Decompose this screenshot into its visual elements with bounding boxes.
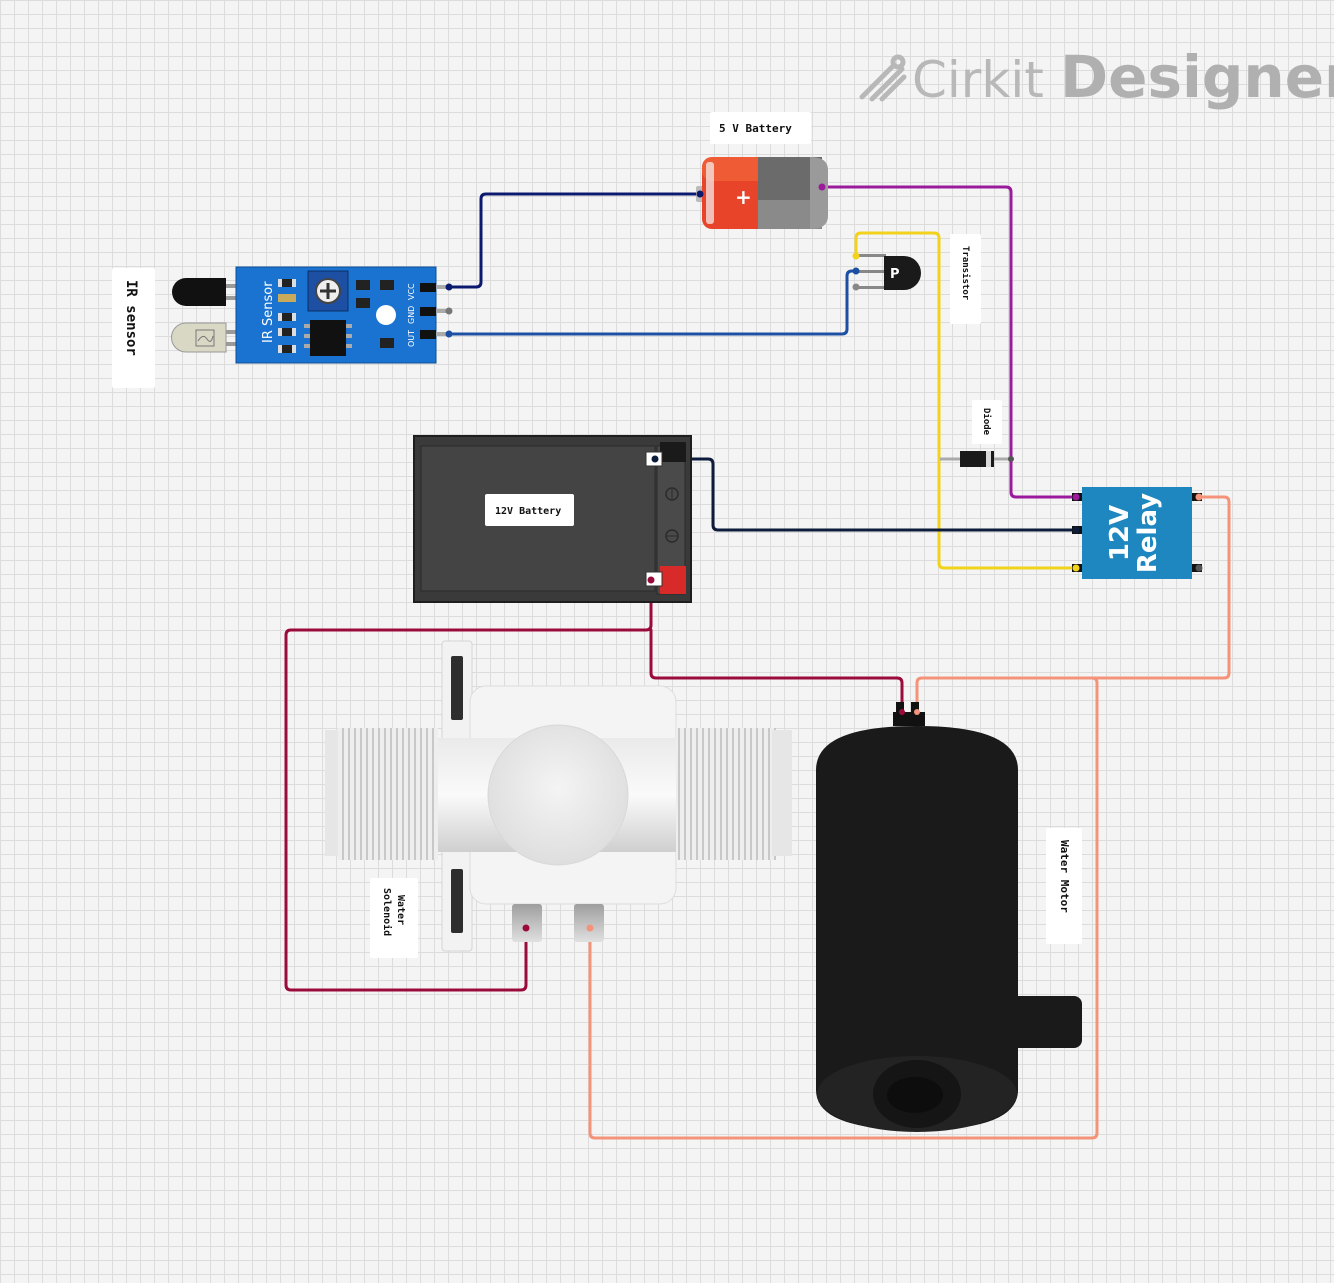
ir-pin-gnd[interactable] [420,307,436,316]
battery-5v-label: 5 V Battery [710,112,811,144]
battery-12v-label-text: 12V Battery [495,506,561,517]
ir-sensor-label: IR sensor [112,268,155,388]
brand-name-designer: Designer [1060,43,1334,111]
relay-12v[interactable]: 12V Relay [1072,487,1203,579]
water-motor[interactable] [816,702,1082,1132]
water-solenoid-label-line2: Solenoid [381,888,393,936]
cirkit-logo: Cirkit Designer [859,43,1334,111]
relay-label-line2: Relay [1133,493,1163,573]
wire-ir-vcc-to-battery-positive[interactable] [447,192,702,289]
diode-label: Diode [972,400,1002,444]
water-motor-label-text: Water Motor [1058,840,1071,913]
cirkit-logo-icon [859,54,907,102]
ir-chip-legs [304,324,352,348]
ir-pin-label-vcc: VCC [407,283,416,300]
wire-12v-negative-to-relay[interactable] [653,457,1078,532]
wire-transistor-to-relay[interactable] [854,231,1078,570]
transistor-marking: P [890,267,900,282]
ir-pin-label-out: OUT [407,330,416,347]
ir-comparator-chip [310,320,346,356]
ir-smd-components [278,279,394,353]
wire-motor-to-solenoid[interactable] [588,676,1099,1140]
battery-5v[interactable]: + [696,157,828,229]
battery-12v-label: 12V Battery [485,494,574,526]
water-solenoid-label: Water Solenoid [370,878,418,958]
wire-relay-to-motor[interactable] [915,495,1231,714]
ir-sensor-board-text: IR Sensor [261,281,276,343]
ir-potentiometer[interactable] [307,270,349,312]
wire-ir-out-to-transistor[interactable] [447,269,858,336]
ir-pin-out[interactable] [420,330,436,339]
transistor[interactable]: P [852,252,922,291]
battery-5v-plus-icon: + [735,185,752,209]
diode[interactable] [940,451,1014,467]
battery-5v-label-text: 5 V Battery [719,122,792,135]
transistor-label-text: Transistor [960,246,971,301]
wire-12v-positive-to-motor[interactable] [649,628,904,714]
ir-mount-hole [376,305,396,325]
diode-label-text: Diode [981,408,992,436]
relay-label-line1: 12V [1105,505,1135,561]
water-solenoid[interactable] [325,640,792,952]
ir-sensor[interactable]: IR Sensor [171,266,453,364]
wire-battery-negative-to-relay[interactable] [820,185,1078,499]
ir-pin-vcc[interactable] [420,283,436,292]
water-motor-label: Water Motor [1046,828,1082,944]
transistor-label: Transistor [950,234,981,324]
wire-12v-positive-to-solenoid[interactable] [284,578,653,992]
water-solenoid-label-line1: Water [395,895,406,925]
ir-pin-label-gnd: GND [407,306,416,324]
ir-sensor-label-text: IR sensor [123,280,139,356]
brand-name-cirkit: Cirkit [912,51,1044,109]
